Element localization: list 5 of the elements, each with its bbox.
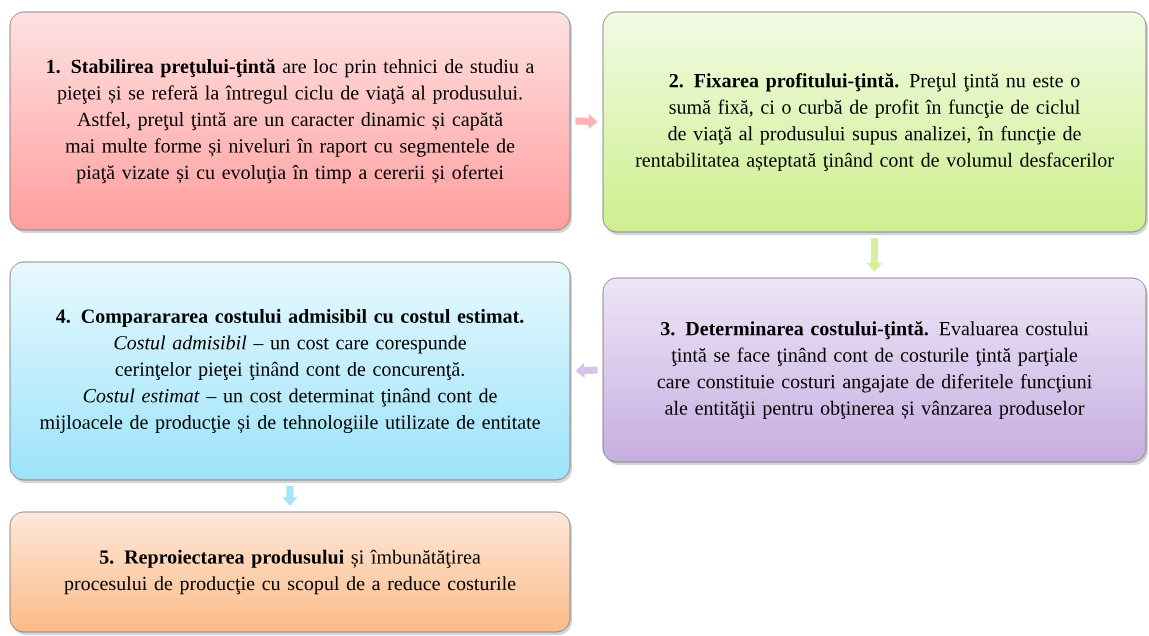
process-box: 5. Reproiectarea produsului și îmbunătăţirea procesului de producţie cu scopul de a reduce costurile	[9, 511, 572, 635]
process-box: 3. Determinarea costului-ţintă. Evaluarea costului ţintă se face ţinând cont de costurile ţintă parţiale care constituie costuri angajate de diferitele funcţiuni ale entităţii pentru obţinerea și vânzarea produselor	[602, 277, 1148, 465]
process-box: 1. Stabilirea preţului-ţintă are loc prin tehnici de studiu a pieţei și se referă la întregul ciclu de viaţă al produsului. Astfel, preţul ţintă are un caracter dinamic și capătă mai multe forme și niveluri în raport cu segmentele de piaţă vizate și cu evoluţia în timp a cererii și ofertei	[9, 11, 572, 233]
process-box: 4. Comparararea costului admisibil cu costul estimat. Costul admisibil – un cost care corespunde cerinţelor pieţei ţinând cont de concurenţă. Costul estimat – un cost determinat ţinând cont de mijloacele de producţie și de tehnologiile utilizate de entitate	[9, 261, 572, 483]
process-box: 2. Fixarea profitului-ţintă. Preţul ţintă nu este o sumă fixă, ci o curbă de profit în funcţie de ciclul de viaţă al produsului supus analizei, în funcţie de rentabilitatea așteptată ţinând cont de volumul desfacerilor	[602, 11, 1148, 235]
